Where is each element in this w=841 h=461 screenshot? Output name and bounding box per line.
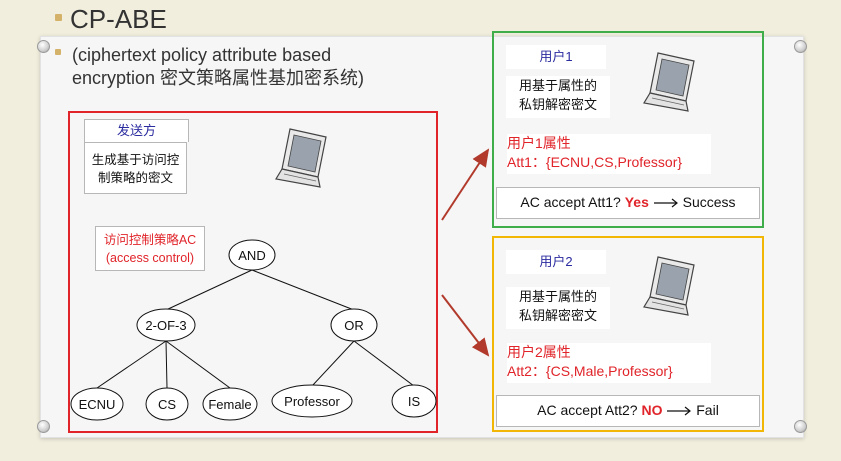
user2-check-text: AC accept Att2? <box>537 402 638 418</box>
user2-frame <box>492 236 764 432</box>
user1-check-text: AC accept Att1? <box>520 194 621 210</box>
access-control-label: 访问控制策略AC (access control) <box>95 226 205 271</box>
arrow-right-icon <box>653 198 678 208</box>
sender-label: 发送方 <box>84 119 189 142</box>
user2-desc-line-1: 用基于属性的 <box>518 289 597 304</box>
laptop-icon <box>275 128 327 188</box>
user1-desc-line-1: 用基于属性的 <box>518 78 597 93</box>
policy-leaf-label: ECNU <box>79 397 116 412</box>
policy-leaf-label: Professor <box>284 394 340 409</box>
tree-edge <box>353 340 415 387</box>
user1-description: 用基于属性的 私钥解密密文 <box>506 76 610 118</box>
tree-edge <box>165 269 253 311</box>
laptop-icon <box>643 256 695 316</box>
policy-leaf-label: Female <box>208 397 251 412</box>
policy-leaf: IS <box>391 384 437 418</box>
user1-outcome: Success <box>682 194 736 210</box>
policy-leaf-label: IS <box>408 394 421 409</box>
subtitle-line-2: encryption 密文策略属性基加密系统) <box>72 68 365 88</box>
policy-node-threshold: 2-OF-3 <box>136 308 196 342</box>
user2-attributes: 用户2属性 Att2：{CS,Male,Professor} <box>507 343 711 383</box>
user1-frame <box>492 31 764 228</box>
policy-node-root: AND <box>228 239 276 271</box>
pushpin-icon <box>794 40 807 53</box>
policy-leaf-label: CS <box>158 397 176 412</box>
subtitle-bullet <box>55 49 61 55</box>
user1-access-check: AC accept Att1? Yes Success <box>496 187 760 219</box>
sender-desc-line-2: 制策略的密文 <box>97 171 173 185</box>
subtitle: (ciphertext policy attribute based encry… <box>72 44 364 90</box>
arrow-to-user2 <box>441 294 490 357</box>
policy-tree-edges <box>96 269 415 389</box>
tree-edge <box>311 340 355 387</box>
sender-desc-line-1: 生成基于访问控 <box>91 153 180 167</box>
policy-leaf: ECNU <box>70 387 124 421</box>
subtitle-line-1: (ciphertext policy attribute based <box>72 45 332 65</box>
pushpin-icon <box>794 420 807 433</box>
arrow-right-icon <box>667 406 692 416</box>
tree-edge <box>165 340 231 389</box>
policy-leaf: Female <box>202 387 258 421</box>
policy-leaf: Professor <box>271 384 353 418</box>
user1-attr-title: 用户1属性 <box>507 135 571 151</box>
user1-desc-line-2: 私钥解密密文 <box>518 97 597 112</box>
user2-outcome: Fail <box>696 402 719 418</box>
policy-node-root-label: AND <box>238 248 265 263</box>
access-control-label-line-1: 访问控制策略AC <box>103 233 197 247</box>
user1-check-result: Yes <box>624 194 649 210</box>
policy-node-or-label: OR <box>344 318 364 333</box>
access-control-label-line-2: (access control) <box>105 251 195 265</box>
tree-edge <box>96 340 167 389</box>
user2-title: 用户2 <box>506 250 606 274</box>
policy-node-threshold-label: 2-OF-3 <box>145 318 186 333</box>
tree-edge <box>251 269 355 311</box>
sender-frame <box>68 111 438 433</box>
tree-edge <box>165 340 168 389</box>
pushpin-icon <box>37 40 50 53</box>
pushpin-icon <box>37 420 50 433</box>
laptop-icon <box>643 52 695 112</box>
user2-attr-title: 用户2属性 <box>507 344 571 360</box>
title-bullet <box>55 14 62 21</box>
policy-node-or: OR <box>330 308 378 342</box>
user1-attributes: 用户1属性 Att1：{ECNU,CS,Professor} <box>507 134 711 174</box>
user2-description: 用基于属性的 私钥解密密文 <box>506 287 610 329</box>
user2-access-check: AC accept Att2? NO Fail <box>496 395 760 427</box>
user2-attr-value: Att2：{CS,Male,Professor} <box>507 363 673 379</box>
page-title: CP-ABE <box>70 4 167 34</box>
sender-description: 生成基于访问控 制策略的密文 <box>84 142 187 194</box>
user2-check-result: NO <box>641 402 663 418</box>
user1-attr-value: Att1：{ECNU,CS,Professor} <box>507 154 683 170</box>
user1-title: 用户1 <box>506 45 606 69</box>
user2-desc-line-2: 私钥解密密文 <box>518 308 597 323</box>
policy-leaf: CS <box>145 387 189 421</box>
arrow-to-user1 <box>441 148 490 221</box>
